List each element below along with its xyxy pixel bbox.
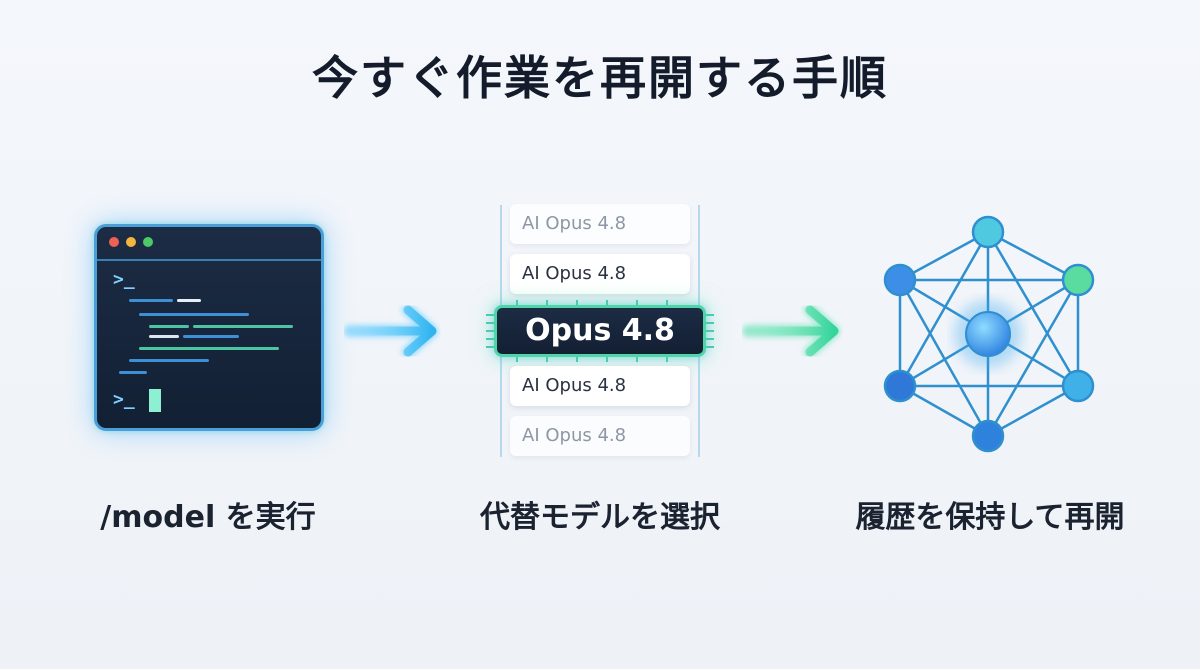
model-option[interactable]: AI Opus 4.8 (510, 254, 690, 294)
model-option[interactable]: AI Opus 4.8 (510, 366, 690, 406)
code-line (149, 335, 179, 338)
right-arrow-icon (742, 304, 840, 358)
code-line (183, 335, 239, 338)
code-line (139, 347, 279, 350)
code-line (129, 359, 209, 362)
step-caption: /model を実行 (100, 500, 316, 535)
terminal-cursor (149, 389, 161, 412)
step-caption: 履歴を保持して再開 (855, 500, 1125, 535)
network-graph-icon (883, 215, 1095, 453)
code-line (119, 371, 147, 374)
code-line (139, 313, 249, 316)
maximize-dot (143, 237, 153, 247)
close-dot (109, 237, 119, 247)
model-option[interactable]: AI Opus 4.8 (510, 204, 690, 244)
model-option[interactable]: AI Opus 4.8 (510, 416, 690, 456)
terminal-prompt: >_ (113, 389, 135, 410)
terminal-title-bar (97, 227, 321, 261)
page-title: 今すぐ作業を再開する手順 (312, 51, 888, 105)
selected-model-chip[interactable]: Opus 4.8 (494, 305, 706, 357)
right-arrow-icon (344, 304, 438, 358)
terminal-icon: >_ >_ (94, 224, 324, 431)
minimize-dot (126, 237, 136, 247)
code-line (149, 325, 189, 328)
terminal-prompt: >_ (113, 269, 135, 290)
step-caption: 代替モデルを選択 (480, 500, 720, 535)
chip-pins (486, 300, 714, 362)
code-line (193, 325, 293, 328)
code-line (177, 299, 201, 302)
code-line (129, 299, 173, 302)
